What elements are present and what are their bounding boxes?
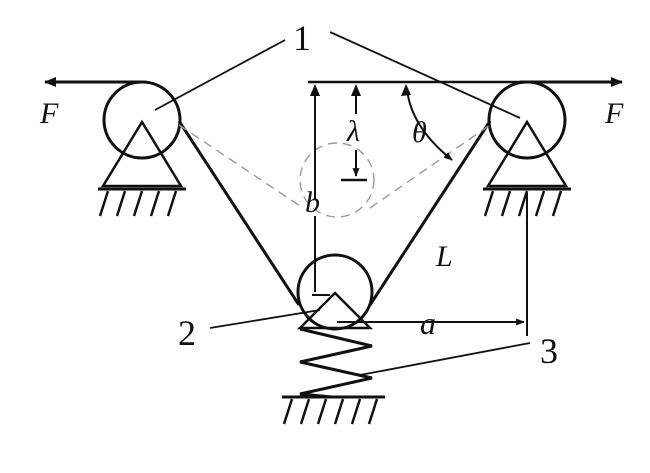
dimension-b-arrowhead-top [310,84,320,96]
left-support-triangle [100,119,184,188]
b-label: b [305,186,320,219]
angle-theta-arrowhead-top [401,84,411,96]
part-label-3: 3 [540,331,558,371]
spring [299,327,373,399]
leader-2 [209,309,321,329]
lambda-label: λ [346,115,360,148]
right-pulley-support [483,80,571,217]
dimension-lambda-arrowhead-top [351,84,361,96]
a-label: a [420,305,436,341]
theta-label: θ [412,116,427,149]
belt-left-segment [177,120,301,306]
angle-theta-arc [406,87,453,161]
length-l-label: L [435,240,453,273]
left-ground-hatch [98,190,178,217]
force-right-label: F [604,97,624,130]
leader-1-left [154,39,286,111]
right-support-triangle [485,119,569,188]
dashed-belt-left [178,124,304,209]
belt-right-segment [368,120,492,306]
right-pulley [487,80,567,160]
leader-3 [359,342,531,376]
dashed-belt-right [369,124,491,209]
right-ground-hatch [483,190,563,217]
part-label-1: 1 [293,18,311,58]
left-pulley [102,80,182,160]
dashed-pulley-position [299,142,375,218]
left-pulley-support [98,80,186,217]
leader-1-right [329,31,521,119]
spring-base-hatch [282,398,379,425]
force-left-label: F [39,97,59,130]
part-label-2: 2 [178,313,196,353]
